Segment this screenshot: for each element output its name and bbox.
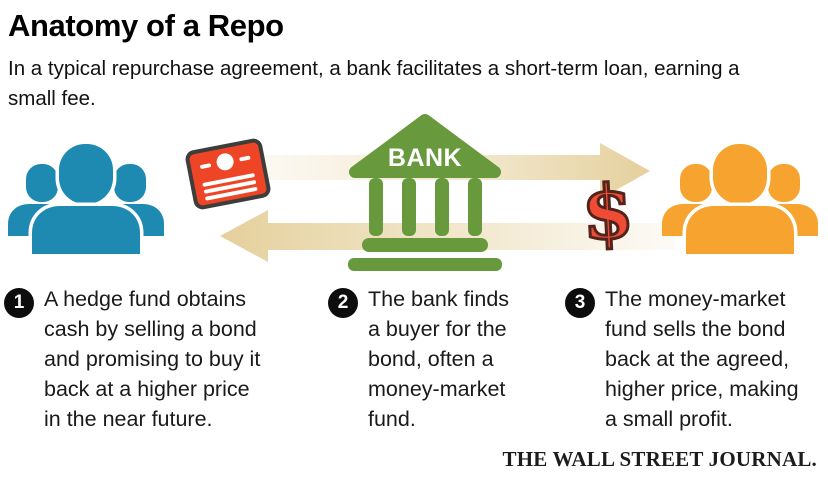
step-text-line: fund sells the bond (605, 317, 786, 341)
step-text-line: money-market (368, 377, 506, 401)
step-text-line: The bank finds (368, 287, 510, 311)
step-text-line: bond, often a (368, 347, 494, 371)
step-text-line: in the near future. (44, 407, 213, 431)
step-text-line: back at a higher price (44, 377, 250, 401)
hedge-fund-icon (8, 142, 164, 254)
bank-label: BANK (388, 144, 462, 172)
repo-diagram: BANK $ (0, 110, 828, 282)
step-2: 2 The bank finds a buyer for the bond, o… (328, 284, 538, 434)
step-text-line: A hedge fund obtains (44, 287, 247, 311)
step-number-badge: 1 (4, 288, 34, 318)
step-number-badge: 3 (565, 288, 595, 318)
step-text-line: and promising to buy it (44, 347, 261, 371)
step-text: The bank finds a buyer for the bond, oft… (368, 284, 538, 434)
step-text-line: a small profit. (605, 407, 733, 431)
step-text-line: The money-market (605, 287, 786, 311)
step-text-line: back at the agreed, (605, 347, 790, 371)
step-1: 1 A hedge fund obtains cash by selling a… (4, 284, 304, 434)
step-text-line: cash by selling a bond (44, 317, 257, 341)
dollar-sign-icon: $ (578, 167, 637, 259)
step-number-badge: 2 (328, 288, 358, 318)
step-text: A hedge fund obtains cash by selling a b… (44, 284, 304, 434)
step-text: The money-market fund sells the bond bac… (605, 284, 815, 434)
step-3: 3 The money-market fund sells the bond b… (565, 284, 815, 434)
step-text-line: a buyer for the (368, 317, 507, 341)
bank-icon: BANK (348, 114, 502, 271)
subtitle: In a typical repurchase agreement, a ban… (8, 57, 740, 110)
wsj-wordmark: THE WALL STREET JOURNAL. (502, 447, 817, 471)
money-market-fund-icon (662, 142, 818, 254)
step-text-line: higher price, making (605, 377, 799, 401)
step-text-line: fund. (368, 407, 416, 431)
page-title: Anatomy of a Repo (8, 8, 284, 43)
bond-seal (215, 151, 236, 172)
arrow-left-icon (220, 210, 675, 262)
